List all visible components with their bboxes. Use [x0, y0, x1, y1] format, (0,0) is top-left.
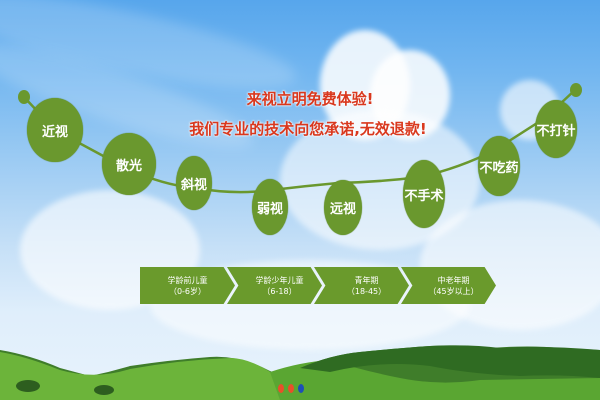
stage-range: （0-6岁） — [168, 286, 207, 296]
stage-youth[interactable]: 青年期 （18-45） — [314, 267, 409, 304]
node-no-injection[interactable]: 不打针 — [535, 100, 577, 158]
stage-arrow-bg — [314, 267, 409, 304]
node-label: 不手术 — [404, 188, 444, 204]
node-amblyopia[interactable]: 弱视 — [252, 179, 288, 235]
node-strabismus[interactable]: 斜视 — [176, 156, 212, 210]
slider-dot-1[interactable] — [278, 384, 284, 393]
stage-name: 青年期 — [354, 275, 379, 285]
node-label: 弱视 — [256, 201, 283, 217]
stage-range: （45岁以上） — [428, 286, 479, 296]
stage-range: （6-18） — [262, 286, 297, 296]
stage-name: 学龄前儿童 — [167, 275, 208, 285]
node-no-medicine[interactable]: 不吃药 — [478, 136, 520, 196]
curve-end-dot — [570, 83, 582, 97]
node-label: 不吃药 — [479, 160, 519, 176]
stage-range: （18-45） — [346, 286, 387, 296]
node-no-surgery[interactable]: 不手术 — [403, 160, 445, 228]
age-stage-arrows: 学龄前儿童 （0-6岁） 学龄少年儿童 （6-18） 青年期 （18-45） 中… — [140, 267, 496, 304]
stage-name: 中老年期 — [437, 275, 470, 285]
slider-dot-3-active[interactable] — [298, 384, 304, 393]
node-label: 散光 — [115, 158, 142, 174]
node-astigmatism[interactable]: 散光 — [102, 133, 156, 195]
stage-middle-elderly[interactable]: 中老年期 （45岁以上） — [401, 267, 496, 304]
node-label: 近视 — [41, 124, 68, 140]
slider-pagination — [278, 384, 304, 393]
stage-school-age[interactable]: 学龄少年儿童 （6-18） — [227, 267, 322, 304]
stage-name: 学龄少年儿童 — [255, 275, 304, 285]
headline-free-trial: 来视立明免费体验! — [246, 90, 374, 108]
curve-start-dot — [18, 90, 30, 104]
slider-dot-2[interactable] — [288, 384, 294, 393]
node-label: 远视 — [329, 202, 356, 217]
stage-arrow-bg — [140, 267, 235, 304]
headline-guarantee: 我们专业的技术向您承诺,无效退款! — [189, 120, 427, 138]
node-hyperopia[interactable]: 远视 — [324, 180, 362, 235]
stage-arrow-bg — [401, 267, 496, 304]
stage-preschool[interactable]: 学龄前儿童 （0-6岁） — [140, 267, 235, 304]
node-myopia[interactable]: 近视 — [27, 98, 83, 162]
node-label: 斜视 — [180, 177, 207, 193]
node-label: 不打针 — [536, 123, 576, 139]
stage-arrow-bg — [227, 267, 322, 304]
